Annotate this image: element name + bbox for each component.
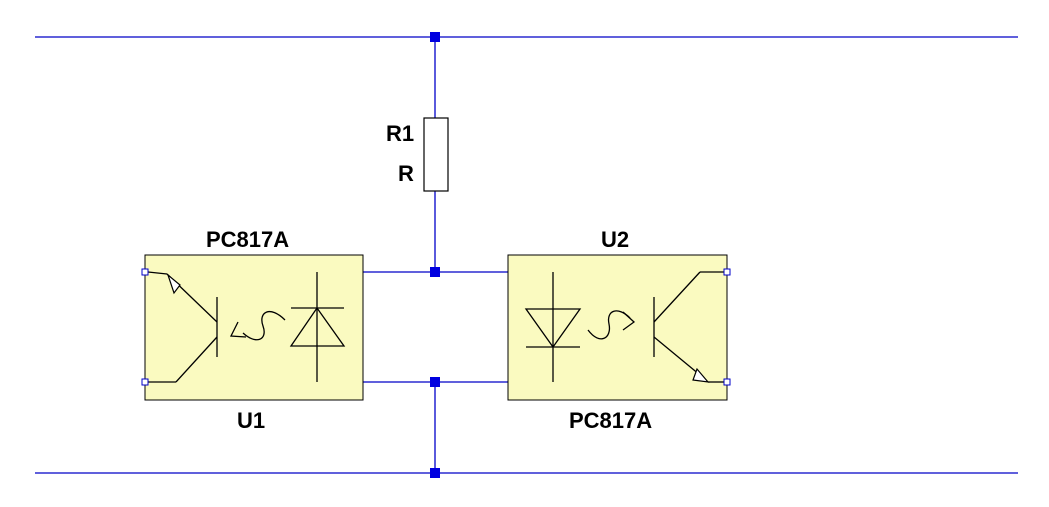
optocoupler-u2[interactable] — [507, 254, 731, 401]
u1-pin-emitter[interactable] — [141, 378, 149, 386]
u1-part-label: PC817A — [206, 227, 289, 252]
resistor-body[interactable] — [423, 117, 449, 192]
u1-collector-lead — [147, 271, 168, 275]
u2-pin-emitter[interactable] — [723, 378, 731, 386]
u1-light-arrow-icon — [229, 321, 247, 338]
u1-designator: U1 — [237, 408, 265, 433]
junction-top-rail[interactable] — [430, 32, 440, 42]
u2-light-arrow-icon — [622, 311, 636, 331]
u2-light-wave-icon — [587, 310, 631, 340]
r1-designator: R1 — [386, 121, 414, 146]
u1-pin-collector[interactable] — [141, 268, 149, 276]
r1-value: R — [398, 161, 414, 186]
u2-package[interactable] — [507, 254, 728, 401]
u2-pin-collector[interactable] — [723, 268, 731, 276]
u2-transistor-collector — [653, 271, 701, 323]
resistor-r1[interactable] — [423, 117, 449, 192]
u2-led-icon — [524, 308, 582, 349]
junction-bottom-rail[interactable] — [430, 468, 440, 478]
u1-led-icon — [289, 306, 346, 347]
u2-emitter-arrow-icon — [692, 367, 710, 383]
u1-transistor-emitter — [175, 336, 218, 383]
u2-designator: U2 — [601, 227, 629, 252]
optocoupler-u1[interactable] — [141, 254, 364, 401]
u1-light-wave-icon — [242, 310, 286, 341]
u1-emitter-arrow-icon — [166, 273, 181, 295]
u2-transistor-emitter — [653, 336, 701, 376]
u2-part-label: PC817A — [569, 408, 652, 433]
junction-lower-bus[interactable] — [430, 377, 440, 387]
junction-upper-bus[interactable] — [430, 267, 440, 277]
